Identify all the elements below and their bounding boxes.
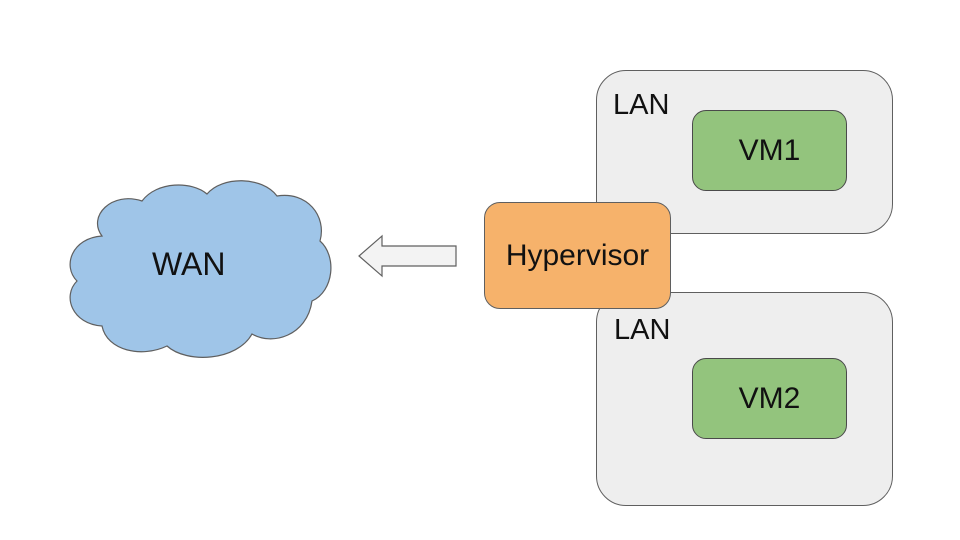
lan-label-top: LAN (613, 89, 670, 121)
lan-label-bottom: LAN (614, 314, 671, 346)
left-arrow (358, 234, 457, 278)
vm1-box: VM1 (692, 110, 847, 191)
hypervisor-box: Hypervisor (484, 202, 671, 309)
cloud-shape (69, 180, 332, 358)
wan-cloud (69, 180, 332, 358)
arrow-shape (358, 234, 457, 278)
wan-label: WAN (152, 246, 226, 282)
vm2-box: VM2 (692, 358, 847, 439)
